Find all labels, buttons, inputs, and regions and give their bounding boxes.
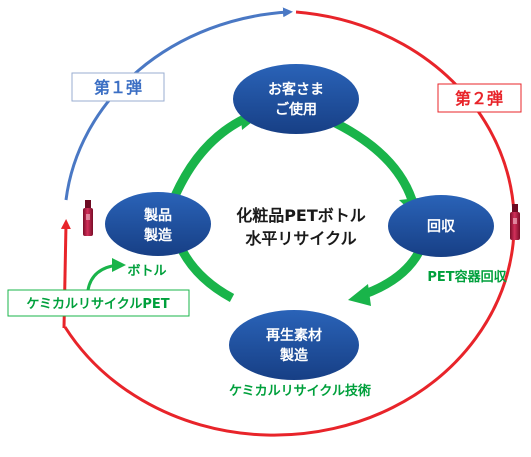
node-product-line2: 製造	[143, 227, 172, 244]
cosmetic-bottle-icon	[510, 204, 520, 240]
outer-red-arc	[63, 10, 516, 437]
phase1-box: 第１弾	[71, 72, 165, 102]
cycle-arrow-product-to-customer	[170, 113, 248, 198]
node-collect-line1: 回収	[427, 218, 456, 235]
node-customer-line2: ご使用	[275, 101, 317, 118]
node-customer: お客さま ご使用	[233, 64, 359, 134]
inner-cycle	[170, 113, 425, 302]
node-product-line1: 製品	[143, 207, 172, 224]
chem-pet-arrowhead	[112, 258, 126, 272]
node-remake-line2: 製造	[279, 347, 308, 364]
phase2-label: 第２弾	[455, 89, 503, 108]
node-customer-line1: お客さま	[268, 81, 324, 98]
cosmetic-bottle-icon	[83, 200, 93, 236]
cycle-arrow-collect-to-remake	[360, 247, 425, 300]
outer-blue-arc	[64, 7, 293, 201]
cycle-arrow-customer-to-collect	[323, 113, 417, 202]
phase2-box: 第２弾	[437, 83, 522, 113]
cycle-arrowhead-2	[348, 284, 371, 306]
chem-pet-label: ケミカルリサイクルPET	[26, 297, 169, 312]
node-product: 製品 製造	[105, 192, 211, 256]
bottle-label: ボトル	[127, 263, 166, 279]
phase1-label: 第１弾	[94, 78, 142, 97]
node-collect: 回収	[388, 195, 494, 257]
center-title-line1: 化粧品PETボトル	[236, 206, 366, 225]
chem-pet-box: ケミカルリサイクルPET	[7, 289, 190, 317]
node-remake: 再生素材 製造	[229, 310, 359, 380]
pet-collect-label: PET容器回収	[427, 269, 507, 285]
chem-tech-label: ケミカルリサイクル技術	[229, 383, 371, 399]
node-remake-line1: 再生素材	[266, 327, 322, 344]
center-title-line2: 水平リサイクル	[245, 229, 356, 248]
